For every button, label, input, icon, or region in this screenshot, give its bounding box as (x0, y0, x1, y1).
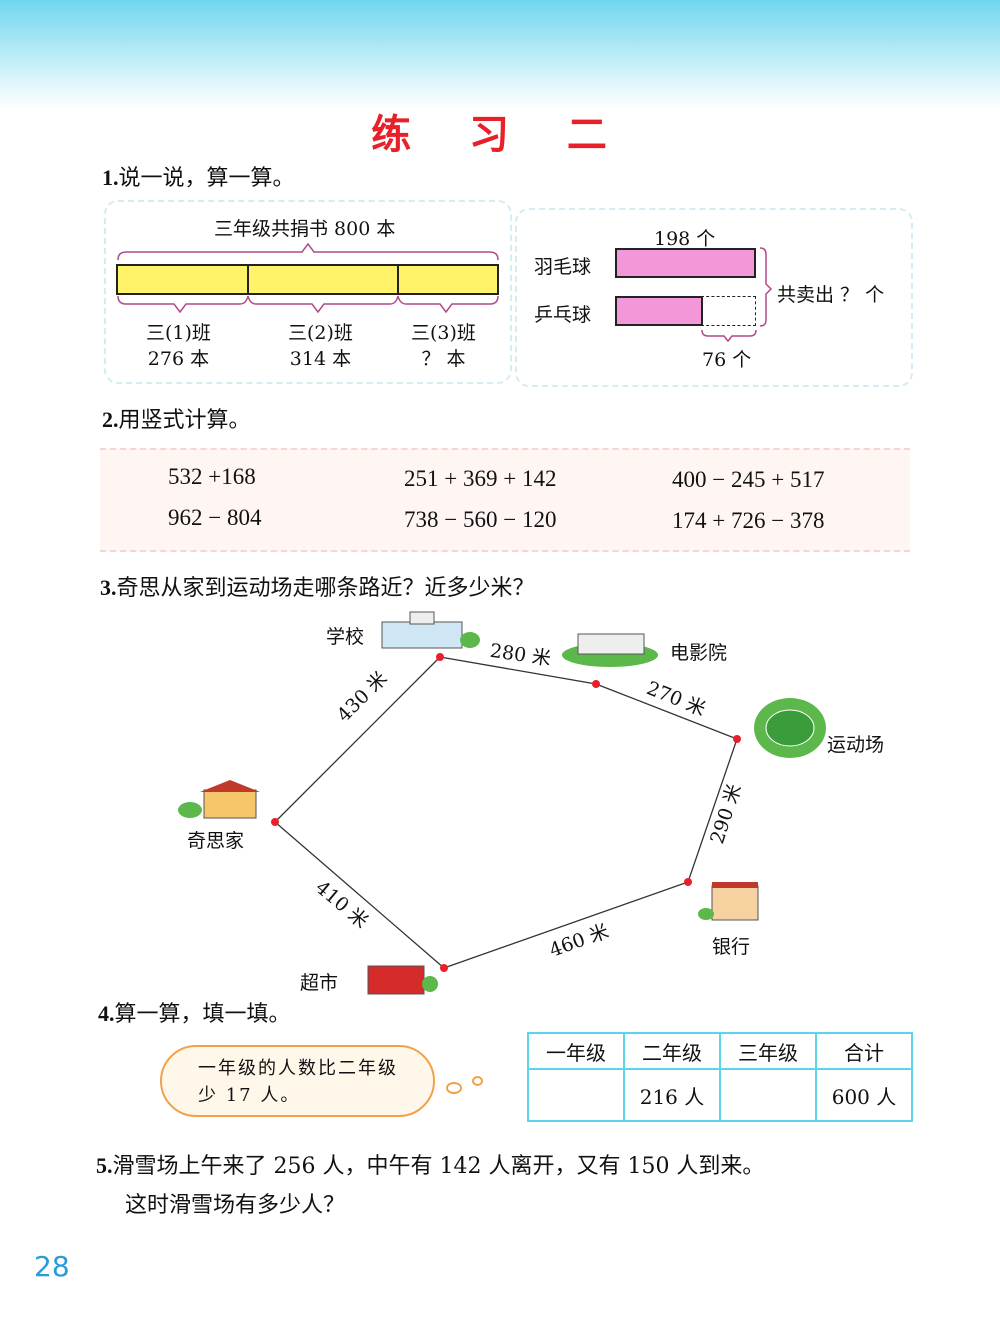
place-stadium: 运动场 (827, 734, 885, 756)
hint-cloud: 一年级的人数比二年级少 17 人。 (160, 1045, 435, 1117)
place-cinema: 电影院 (670, 642, 728, 664)
pingpong-bar (615, 296, 703, 326)
class-name: 三(2)班 (288, 322, 353, 344)
value-cell: 216 人 (623, 1068, 721, 1122)
question-1: 1.说一说，算一算。 (102, 160, 295, 192)
question-text: 用竖式计算。 (118, 408, 251, 433)
question-text: 奇思从家到运动场走哪条路近？近多少米？ (116, 576, 535, 601)
braces (701, 247, 773, 343)
expression: 174 + 726 − 378 (672, 508, 825, 533)
value-cell: 600 人 (815, 1068, 913, 1122)
badminton-bar (615, 248, 756, 278)
place-school: 学校 (326, 626, 365, 648)
hint-text: 一年级的人数比二年级少 17 人。 (198, 1058, 398, 1106)
bank-icon (698, 882, 759, 921)
question-number: 4. (98, 1001, 115, 1026)
question-number: 1. (102, 165, 119, 190)
difference-dashed-box (701, 296, 756, 326)
class-2-label: 三(2)班 314 本 (288, 320, 353, 372)
question-text: 滑雪场上午来了 256 人，中午有 142 人离开，又有 150 人到来。 (112, 1154, 765, 1179)
q1-right-panel (515, 208, 913, 387)
answer-cell-grade-3[interactable] (719, 1068, 817, 1122)
question-text: 算一算，填一填。 (114, 1002, 291, 1027)
total-bar (116, 264, 499, 295)
grades-table: 一年级二年级三年级合计 216 人 600 人 (527, 1032, 913, 1122)
total-sold-label: 共卖出 ？ 个 (777, 284, 885, 306)
class-name: 三(3)班 (411, 322, 476, 344)
page-number: 28 (34, 1250, 70, 1283)
badminton-label: 羽毛球 (534, 256, 592, 278)
question-text-line-2: 这时滑雪场有多少人？ (125, 1193, 346, 1218)
class-value: 276 本 (147, 348, 210, 370)
question-4: 4.算一算，填一填。 (98, 996, 291, 1028)
place-supermarket: 超市 (300, 972, 339, 994)
divider (397, 264, 399, 295)
question-number: 2. (102, 407, 119, 432)
header-cell: 合计 (815, 1032, 913, 1070)
badminton-value: 198 个 (654, 228, 716, 250)
cloud-bubble (446, 1082, 462, 1094)
expression: 400 − 245 + 517 (672, 467, 825, 492)
supermarket-icon (367, 965, 438, 995)
header-cell: 一年级 (527, 1032, 625, 1070)
class-value: 314 本 (289, 348, 352, 370)
class-3-label: 三(3)班 ？ 本 (411, 320, 476, 372)
header-cell: 二年级 (623, 1032, 721, 1070)
question-number: 3. (100, 575, 117, 600)
question-2: 2.用竖式计算。 (102, 402, 251, 434)
expression: 532 +168 (168, 464, 256, 489)
q1-left-panel (104, 200, 512, 384)
stadium-icon (754, 698, 826, 758)
braces (117, 242, 499, 314)
question-3: 3.奇思从家到运动场走哪条路近？近多少米？ (100, 570, 535, 602)
difference-value: 76 个 (702, 349, 752, 371)
question-5: 5.滑雪场上午来了 256 人，中午有 142 人离开，又有 150 人到来。 (96, 1148, 764, 1180)
home-icon (178, 780, 260, 819)
class-1-label: 三(1)班 276 本 (146, 320, 211, 372)
total-books-label: 三年级共捐书 800 本 (214, 218, 396, 240)
place-bank: 银行 (712, 936, 751, 958)
expression: 962 − 804 (168, 505, 262, 530)
cinema-icon (562, 633, 658, 667)
route-map (178, 611, 826, 995)
header-band (0, 0, 1000, 110)
class-value: ？ 本 (421, 348, 466, 370)
question-number: 5. (96, 1153, 113, 1178)
expression: 738 − 560 − 120 (404, 507, 557, 532)
cloud-bubble (472, 1076, 483, 1086)
expression: 251 + 369 + 142 (404, 466, 557, 491)
q2-band (100, 448, 910, 552)
place-home: 奇思家 (187, 830, 245, 852)
answer-cell-grade-1[interactable] (527, 1068, 625, 1122)
pingpong-label: 乒乓球 (534, 304, 592, 326)
header-cell: 三年级 (719, 1032, 817, 1070)
divider (247, 264, 249, 295)
page-title: 练 习 二 (371, 112, 629, 158)
school-icon (381, 611, 480, 649)
class-name: 三(1)班 (146, 322, 211, 344)
question-text: 说一说，算一算。 (118, 166, 295, 191)
